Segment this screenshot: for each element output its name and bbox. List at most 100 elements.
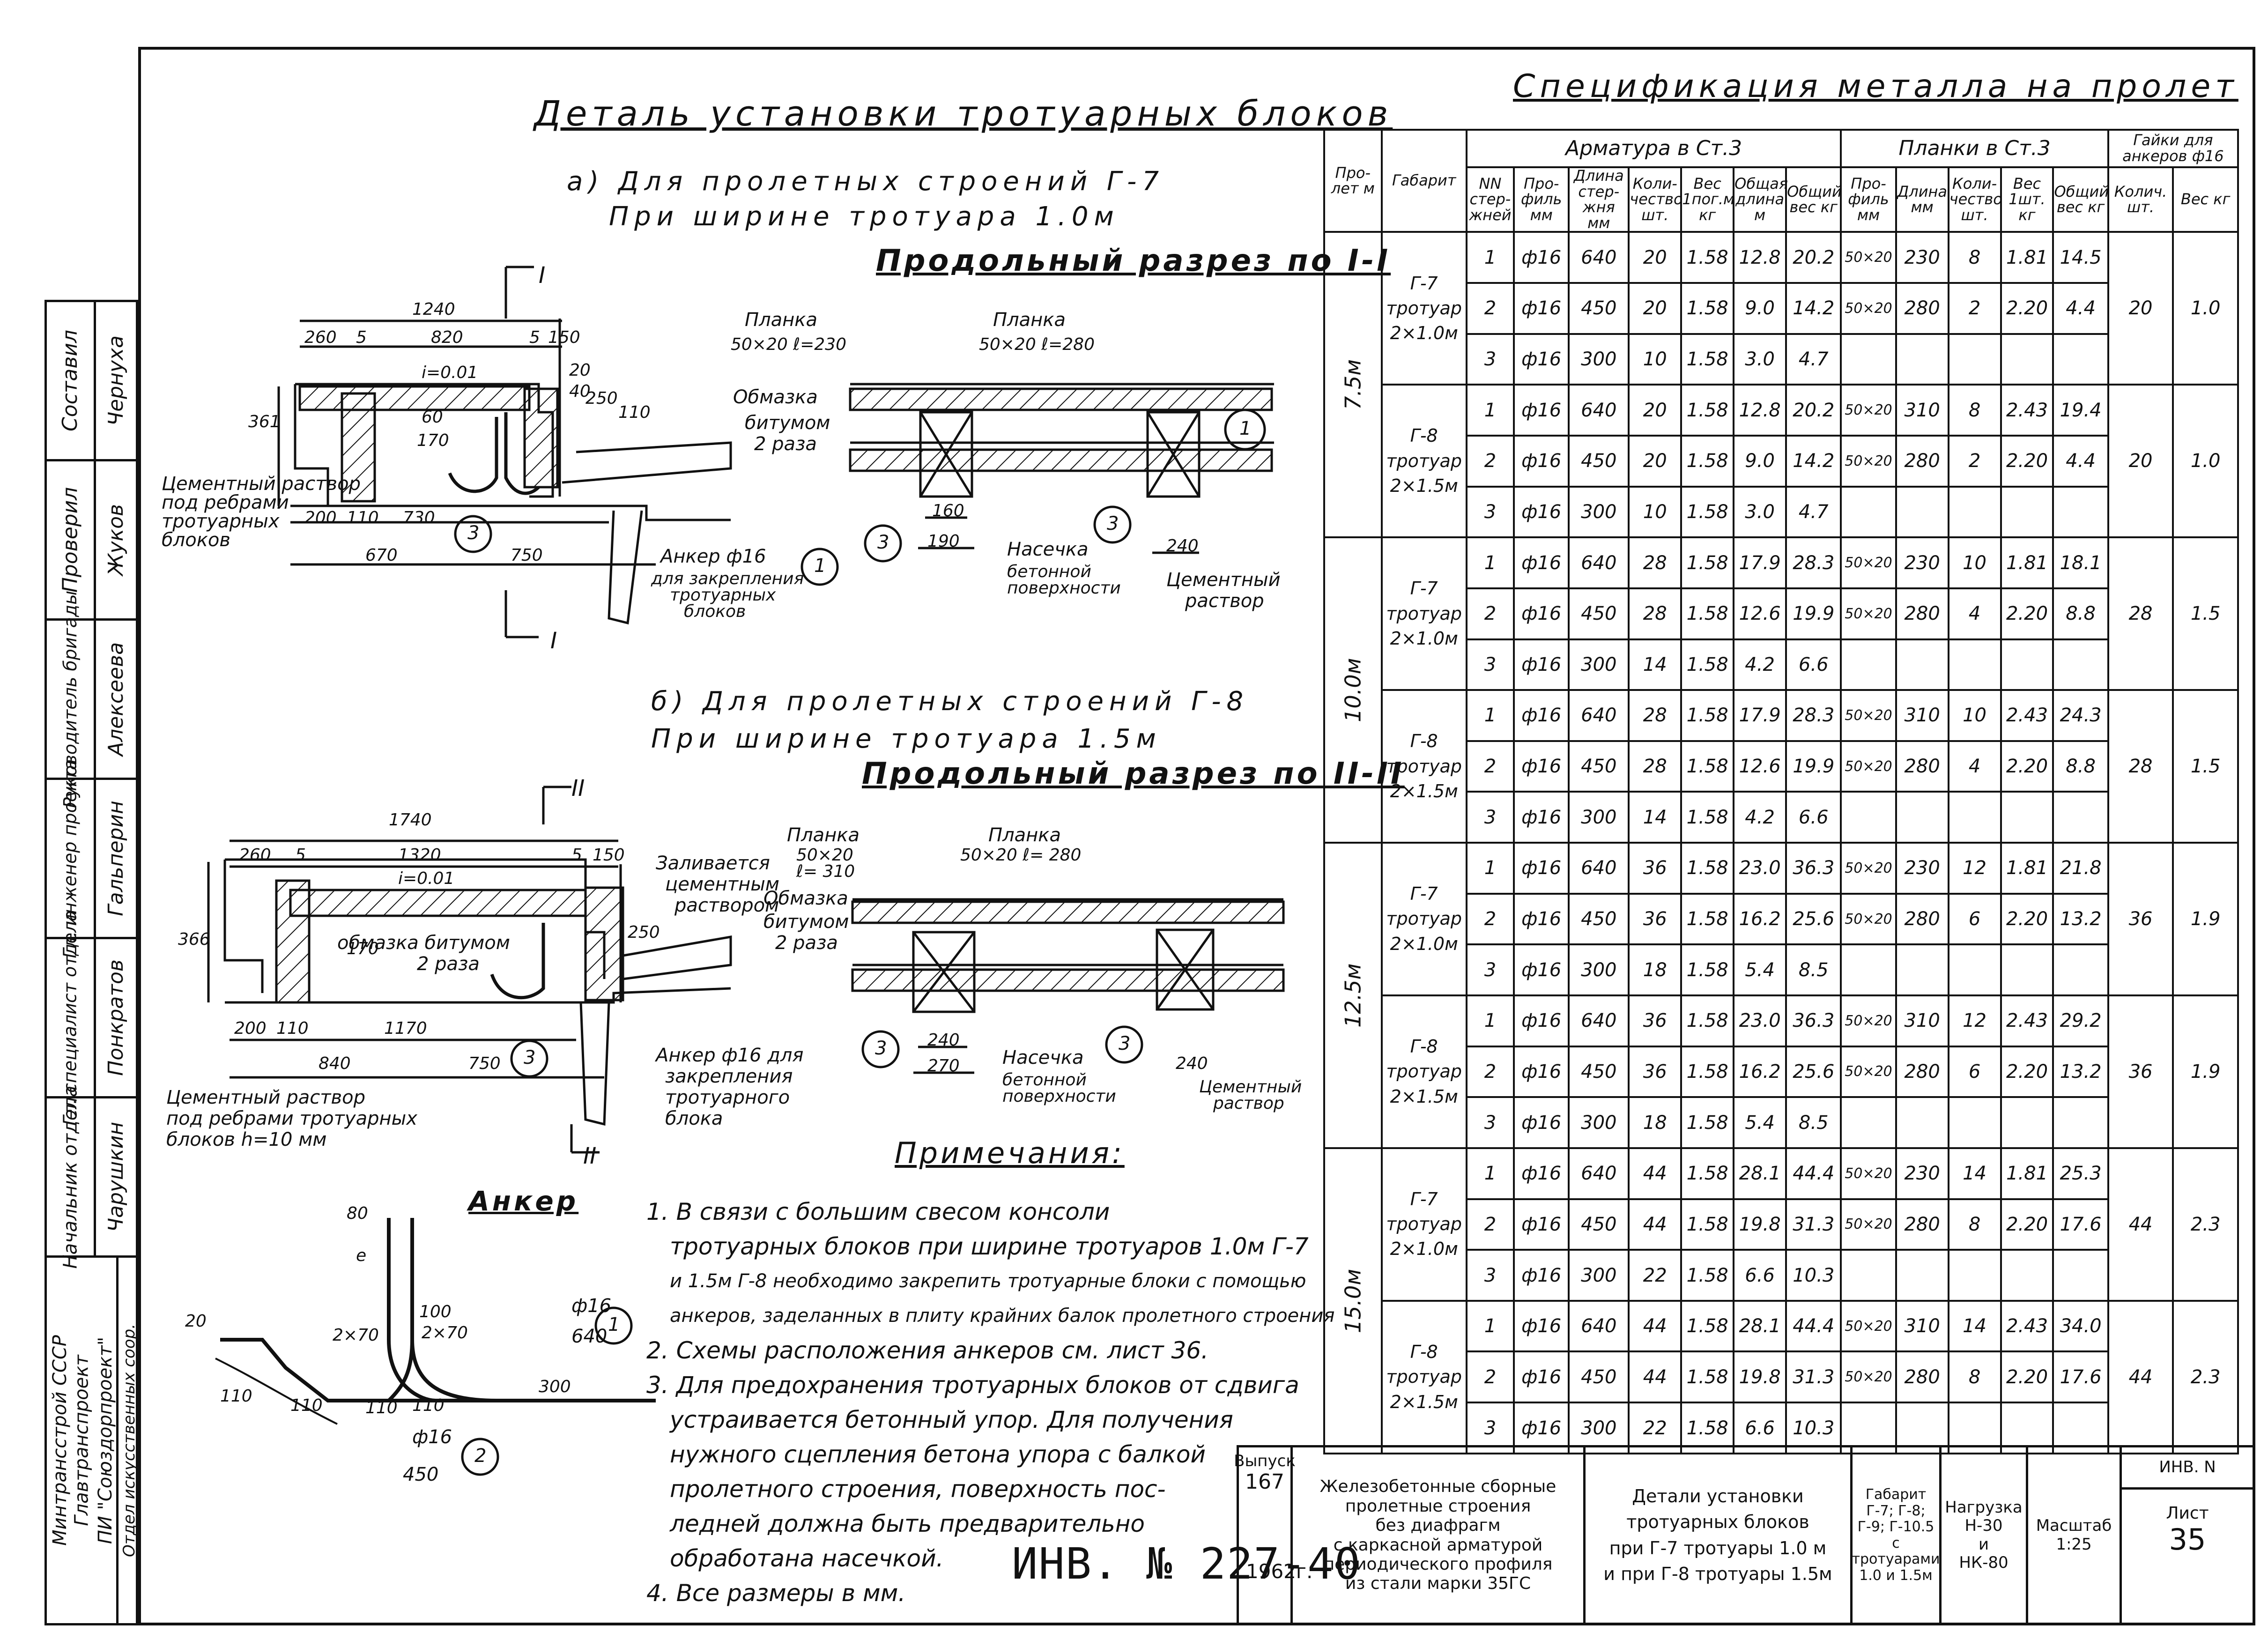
note-line: 2. Схемы расположения анкеров см. лист 3… xyxy=(646,1337,1209,1364)
spec-cell: 8 xyxy=(1947,1350,2002,1404)
spec-cell: ф16 xyxy=(1513,892,1570,946)
spec-cell xyxy=(2000,943,2054,996)
spec-grid: Про- лет м Габарит Арматура в Ст.3 Планк… xyxy=(1323,128,2239,1455)
spec-span: 15.0м xyxy=(1324,1148,1382,1454)
spec-cell xyxy=(1840,638,1897,691)
stamp-org: Минтрансстрой СССР Главтранспроект ПИ "С… xyxy=(47,1258,139,1623)
dim: 250 xyxy=(586,389,618,408)
spec-cell: 6 xyxy=(1947,892,2002,946)
spec-cell: 1 xyxy=(1465,1147,1515,1200)
spec-cell: 1.81 xyxy=(2000,842,2054,895)
spec-cell: 2.43 xyxy=(2000,1299,2054,1353)
label-cement-r: Цементный xyxy=(1166,569,1281,591)
spec-cell: 14 xyxy=(1628,638,1682,691)
spec-cell: 25.6 xyxy=(1785,892,1842,946)
spec-cell: 17.9 xyxy=(1733,689,1787,742)
spec-cell: 300 xyxy=(1568,1096,1630,1149)
spec-g-ves: 1.5 xyxy=(2172,536,2239,691)
hdr-pl-dlina: Длина мм xyxy=(1895,166,1949,233)
callout-3: 3 xyxy=(467,522,480,544)
hdr-armatura: Арматура в Ст.3 xyxy=(1465,129,1842,168)
dim: 150 xyxy=(593,846,625,865)
spec-cell: 230 xyxy=(1895,1147,1949,1200)
dim: 60 xyxy=(422,408,443,427)
nagruzka-line: Н-30 xyxy=(1964,1516,2003,1536)
spec-cell: 44.4 xyxy=(1785,1299,1842,1353)
spec-cell: 44 xyxy=(1628,1198,1682,1251)
spec-cell: ф16 xyxy=(1513,1096,1570,1149)
slope: i=0.01 xyxy=(398,869,455,888)
spec-cell: 28.1 xyxy=(1733,1147,1787,1200)
spec-cell: 20 xyxy=(1628,231,1682,284)
spec-cell: ф16 xyxy=(1513,384,1570,437)
label-planka-dim: 50×20 ℓ= 280 xyxy=(960,846,1082,865)
spec-cell: 640 xyxy=(1568,842,1630,895)
gabarit-line: Габарит xyxy=(1865,1486,1927,1503)
spec-cell: 23.0 xyxy=(1733,842,1787,895)
spec-cell: 28.1 xyxy=(1733,1299,1787,1353)
dim: e xyxy=(356,1246,367,1265)
spec-cell: 36 xyxy=(1628,994,1682,1047)
spec-cell: 1 xyxy=(1465,994,1515,1047)
label-cement: Цементный раствор xyxy=(162,473,361,495)
spec-cell: ф16 xyxy=(1513,1350,1570,1404)
spec-cell xyxy=(1947,1096,2002,1149)
spec-cell xyxy=(2052,1249,2109,1302)
spec-cell: 300 xyxy=(1568,638,1630,691)
name-line: при Г-7 тротуары 1.0 м xyxy=(1609,1537,1827,1558)
spec-cell: 50×20 xyxy=(1840,587,1897,640)
spec-cell: 14 xyxy=(1628,791,1682,844)
spec-cell: 640 xyxy=(1568,1299,1630,1353)
dim: 5 xyxy=(529,328,540,347)
spec-cell xyxy=(2052,485,2109,539)
spec-cell: 1.58 xyxy=(1680,485,1735,539)
spec-cell: 6.6 xyxy=(1785,791,1842,844)
spec-cell: 230 xyxy=(1895,536,1949,589)
label-nasechka: Насечка xyxy=(1007,539,1089,560)
spec-g-ves: 1.5 xyxy=(2172,689,2239,844)
spec-cell: 2 xyxy=(1465,282,1515,335)
spec-cell: 1 xyxy=(1465,231,1515,284)
nagruzka-line: НК-80 xyxy=(1959,1553,2009,1572)
vypusk-number: 167 xyxy=(1245,1470,1284,1494)
label-planka-dim: 50×20 ℓ=280 xyxy=(979,335,1095,354)
spec-cell: 12.6 xyxy=(1733,587,1787,640)
spec-cell xyxy=(2000,485,2054,539)
spec-g-ves: 1.0 xyxy=(2172,231,2239,386)
spec-cell: 3 xyxy=(1465,333,1515,386)
note-line: тротуарных блоков при ширине тротуаров 1… xyxy=(670,1233,1309,1260)
dim: 110 xyxy=(412,1396,445,1415)
label-planka-dim: 50×20 ℓ=230 xyxy=(731,335,846,354)
hdr-gaiki: Гайки для анкеров ф16 xyxy=(2107,129,2239,168)
hdr-span: Про- лет м xyxy=(1323,128,1383,233)
spec-cell: 5.4 xyxy=(1733,943,1787,996)
note-line: анкеров, заделанных в плиту крайних бало… xyxy=(670,1305,1335,1327)
spec-cell: 16.2 xyxy=(1733,892,1787,946)
spec-cell: 44 xyxy=(1628,1350,1682,1404)
spec-g-kol: 36 xyxy=(2107,994,2174,1149)
spec-cell: 28 xyxy=(1628,689,1682,742)
spec-cell: 20 xyxy=(1628,434,1682,488)
spec-cell: 640 xyxy=(1568,384,1630,437)
spec-table: Про- лет м Габарит Арматура в Ст.3 Планк… xyxy=(1323,128,2239,1455)
notes-title: Примечания: xyxy=(895,1136,1125,1170)
spec-span: 7.5м xyxy=(1324,232,1382,538)
title-block: Выпуск 167 Железобетонные сборные пролет… xyxy=(1234,1445,2255,1625)
label-planka: Планка xyxy=(993,309,1066,331)
spec-cell: 3 xyxy=(1465,943,1515,996)
callout-1: 1 xyxy=(608,1314,620,1335)
label-obmazka: Обмазка xyxy=(763,888,848,909)
spec-cell xyxy=(1947,791,2002,844)
spec-cell: 50×20 xyxy=(1840,231,1897,284)
spec-cell: 640 xyxy=(1568,231,1630,284)
label-anker: тротуарных xyxy=(670,586,776,605)
notes: 1. В связи с большим свесом консоли трот… xyxy=(646,1194,1334,1610)
note-line: 4. Все размеры в мм. xyxy=(646,1580,906,1607)
